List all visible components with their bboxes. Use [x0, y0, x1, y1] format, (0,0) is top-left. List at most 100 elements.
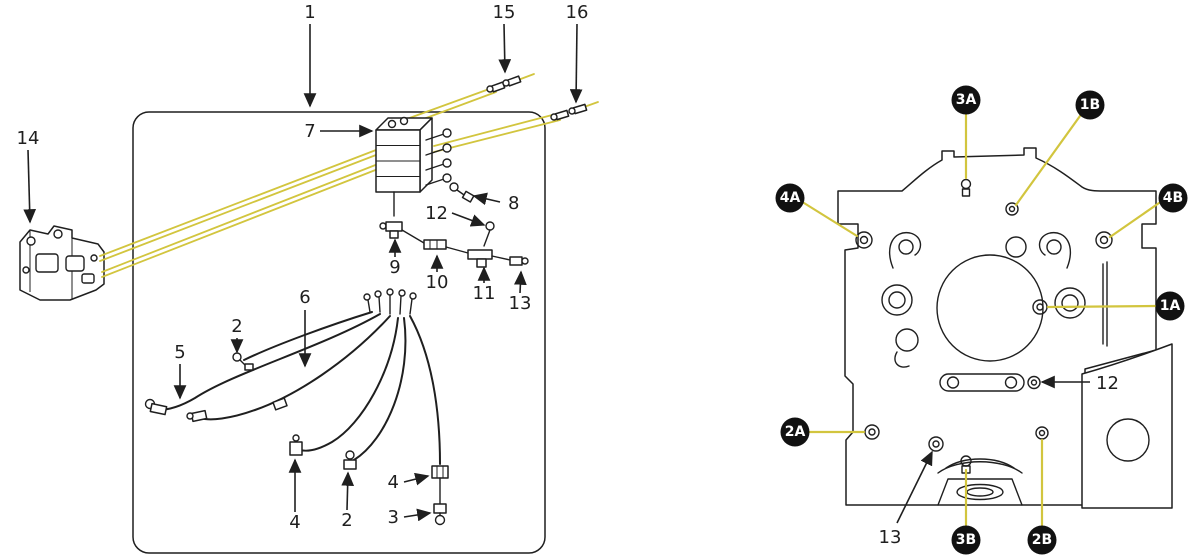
badge-3B: 3B	[951, 525, 981, 555]
hose	[243, 311, 373, 361]
bracket-slot	[81, 273, 95, 284]
fitting-stem	[409, 298, 413, 315]
badge-circle	[780, 417, 810, 447]
fitting-9	[379, 221, 403, 239]
fitting-head	[398, 289, 406, 297]
callout-badges: 3A 1B 4A 4B 1A 2A	[775, 85, 1188, 555]
badge-3A: 3A	[951, 85, 981, 115]
hole-12-target	[1027, 375, 1041, 390]
drain-slot	[956, 483, 1004, 501]
right-callout-labels: 12 13	[879, 373, 1119, 548]
arrow-14	[23, 149, 37, 224]
callout-11: 11	[473, 283, 496, 304]
fitting-4A-target	[855, 231, 873, 249]
callout-8: 8	[508, 193, 519, 214]
fitting-4-right-target	[431, 465, 449, 479]
callout-14: 14	[17, 128, 40, 149]
arrow-3	[403, 508, 432, 522]
callout-4-left: 4	[289, 512, 300, 533]
callout-12: 12	[425, 203, 448, 224]
drain-trapezoid	[937, 478, 1023, 506]
fitting-4A-target-inner	[859, 235, 869, 245]
tube-line	[101, 168, 379, 278]
boss-hole	[1061, 294, 1079, 312]
latch-pin	[898, 239, 914, 255]
hole-1A-target-inner	[1036, 303, 1044, 311]
fitting-collar	[502, 79, 510, 87]
slot-hole	[1004, 376, 1018, 389]
drain-arc	[937, 461, 1023, 474]
fitting-head	[363, 293, 371, 301]
latch-hook-right	[1038, 232, 1072, 269]
hole-2B-target-inner	[1038, 429, 1046, 437]
bracket-hole	[53, 229, 63, 239]
fitting-mid-connector	[186, 409, 208, 423]
badge-3B-label: 3B	[956, 532, 976, 548]
fitting-3A-target	[960, 178, 972, 197]
fitting-head	[442, 128, 452, 138]
badge-2A: 2A	[780, 417, 810, 447]
slot-hole	[946, 376, 960, 389]
hose-bundle	[157, 288, 441, 465]
fitting-body	[343, 459, 357, 470]
badge-1B: 1B	[1075, 90, 1105, 120]
fitting-2-lower-target	[343, 450, 357, 470]
tube-line	[99, 154, 377, 262]
bracket-hole	[26, 236, 36, 246]
fitting-16	[550, 103, 588, 121]
fitting-stem	[425, 178, 445, 186]
callout-13: 13	[509, 293, 532, 314]
latch-pin	[1046, 239, 1062, 255]
fitting-head	[386, 288, 394, 296]
bracket-hole	[22, 266, 30, 274]
manifold-port	[387, 119, 397, 129]
inline-connector	[272, 397, 288, 411]
callout-10: 10	[426, 272, 449, 293]
fitting-10	[423, 239, 447, 250]
fitting-head	[345, 450, 355, 460]
hole-1B-target-inner	[1008, 205, 1016, 213]
tube-segment	[491, 255, 511, 261]
left-assembly-diagram: 1 15 16 14 7 8 12 9 10 11 13 6 2 5 4 2 4…	[17, 2, 599, 554]
fitting-3-target	[433, 503, 447, 526]
hose	[299, 317, 399, 452]
left-callout-arrows	[23, 23, 583, 522]
badge-4A: 4A	[775, 183, 805, 213]
callout-6: 6	[299, 287, 310, 308]
fitting-body	[433, 503, 447, 514]
tube-line	[403, 87, 493, 121]
fitting-head	[409, 292, 417, 300]
fitting-head	[379, 222, 387, 230]
badge-1A-label: 1A	[1160, 298, 1181, 314]
backplate-features	[855, 178, 1113, 506]
callout-15: 15	[493, 2, 516, 23]
leader-1B	[1014, 114, 1082, 207]
badge-2B: 2B	[1027, 525, 1057, 555]
arrow-15	[498, 23, 512, 74]
right-callout-arrows	[896, 375, 1090, 524]
badge-circle	[1075, 90, 1105, 120]
fitting-head	[442, 158, 452, 168]
badge-1B-label: 1B	[1080, 97, 1100, 113]
arrow-16	[569, 23, 583, 104]
fitting-collar	[486, 85, 494, 93]
boss	[895, 328, 919, 352]
fitting-head	[442, 173, 452, 183]
boss	[1005, 236, 1027, 258]
fitting-stem	[399, 295, 402, 315]
tube-line	[433, 113, 557, 147]
arrow-12	[451, 212, 486, 227]
fitting-body	[389, 230, 399, 239]
arrow-right-13	[896, 450, 933, 524]
callout-right-12: 12	[1096, 373, 1119, 394]
mount-bracket	[19, 225, 105, 301]
fitting-head	[434, 514, 446, 526]
badge-4B: 4B	[1158, 183, 1188, 213]
fitting-body	[467, 249, 493, 260]
hose	[157, 313, 381, 411]
callout-4-right: 4	[388, 472, 399, 493]
manifold-block	[375, 116, 452, 217]
boss-hole	[888, 291, 906, 309]
badge-circle	[1155, 291, 1185, 321]
fitting-8	[449, 182, 475, 203]
